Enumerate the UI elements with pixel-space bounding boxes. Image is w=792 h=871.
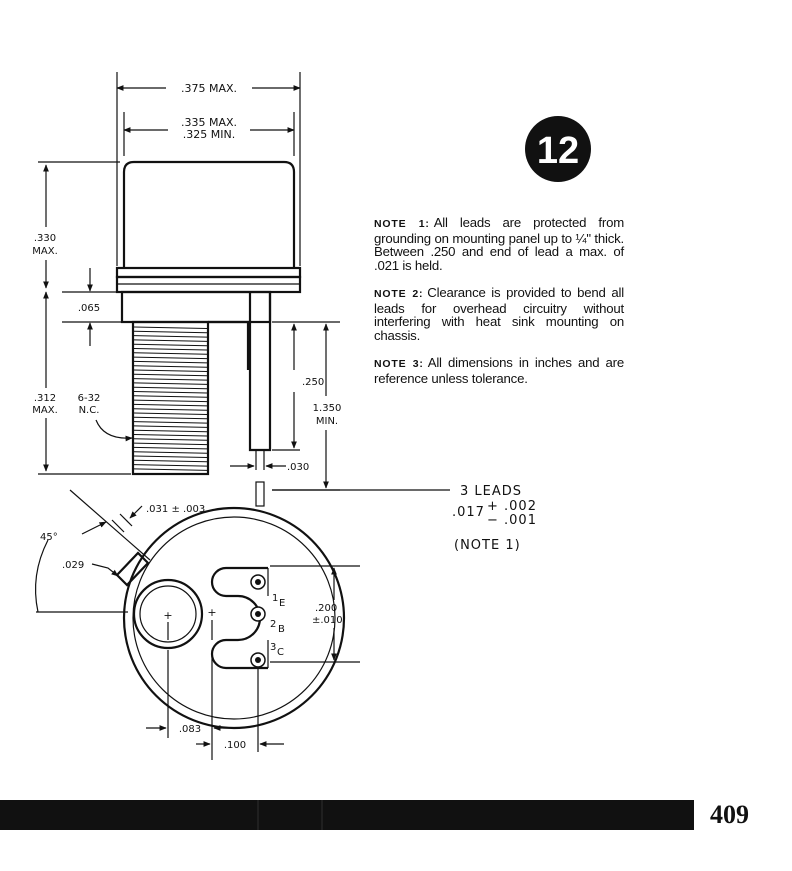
note-2-text: Clearance is provided to bend all leads … (374, 285, 624, 343)
dim-lead-spacing: .031 ± .003 (146, 504, 205, 515)
pin-collector-sub: C (277, 647, 284, 658)
pin-emitter-sub: E (279, 598, 285, 609)
dim-stud-length: .312 (34, 393, 56, 404)
dim-lead-insulated: .250 (302, 377, 324, 388)
page-number: 409 (710, 800, 749, 829)
lead-end (255, 481, 265, 507)
dim-lead-width: .030 (287, 462, 309, 473)
pin-collector-num: 3 (270, 642, 276, 653)
stud-ring (132, 578, 204, 650)
threaded-stud (131, 320, 210, 476)
badge-number: 12 (537, 130, 579, 172)
note-3-label: NOTE 3: (374, 358, 424, 370)
dim-overall-width: .375 MAX. (181, 82, 237, 95)
dim-flange: .065 (78, 303, 100, 314)
leads-count: 3 LEADS (460, 484, 522, 499)
thread-class: N.C. (79, 405, 100, 416)
dim-cap-width-max: .335 MAX. (181, 116, 237, 129)
bottom-view: + + 1 E 2 B 3 C (115, 506, 346, 730)
side-view (115, 160, 302, 507)
footer-bar (0, 800, 694, 830)
flange-top (115, 266, 302, 279)
pin-base-num: 2 (270, 619, 276, 630)
dim-cap-width-min: .325 MIN. (183, 128, 235, 141)
pin-base-sub: B (278, 624, 285, 635)
dim-lead-length: 1.350 (313, 403, 342, 414)
dim-lead-length-unit: MIN. (316, 416, 338, 427)
stud-base (120, 290, 272, 324)
dim-hole-offset: .083 (179, 724, 201, 735)
lead-note-ref: (NOTE 1) (454, 538, 521, 553)
note-1: NOTE 1:All leads are protected from grou… (374, 216, 624, 272)
dim-stud-length-unit: MAX. (32, 405, 58, 416)
drawing-number-badge: 12 (525, 116, 591, 182)
lead-tol-minus: − .001 (487, 513, 537, 528)
note-2-label: NOTE 2: (374, 288, 424, 300)
lead-tol-plus: + .002 (487, 499, 537, 514)
note-2: NOTE 2:Clearance is provided to bend all… (374, 286, 624, 342)
dim-pin-pitch-tol: ±.010 (312, 615, 343, 626)
dim-pin-pitch: .200 (315, 603, 337, 614)
dim-cap-height: .330 (34, 233, 56, 244)
note-3-text: All dimensions in inches and are referen… (374, 355, 624, 386)
pin-emitter-num: 1 (272, 593, 278, 604)
thread-size: 6-32 (78, 393, 101, 404)
base-circle (122, 506, 346, 730)
note-3: NOTE 3:All dimensions in inches and are … (374, 356, 624, 385)
leads-callout: 3 LEADS .017 + .002 − .001 (NOTE 1) (272, 484, 537, 553)
transistor-cap (122, 160, 296, 268)
note-1-label: NOTE 1: (374, 218, 430, 230)
key-tab (115, 551, 150, 587)
lead-diameter: .017 (452, 505, 485, 520)
dim-offset: .029 (62, 560, 84, 571)
insulated-lead (248, 292, 272, 452)
notes-block: NOTE 1:All leads are protected from grou… (374, 216, 624, 399)
dim-pin-offset: .100 (224, 740, 246, 751)
side-dimensions: .375 MAX. .335 MAX. .325 MIN. .330 MAX. … (32, 72, 342, 491)
stud-threads (133, 326, 208, 471)
bottom-dimensions: .200 ±.010 .083 .100 .031 ± .003 45° .02… (34, 489, 360, 760)
note-1-text: All leads are protected from grounding o… (374, 215, 624, 273)
dim-cap-height-unit: MAX. (32, 246, 58, 257)
svg-text:+: + (163, 609, 172, 622)
svg-text:+: + (207, 606, 216, 619)
dim-angle: 45° (40, 532, 58, 543)
